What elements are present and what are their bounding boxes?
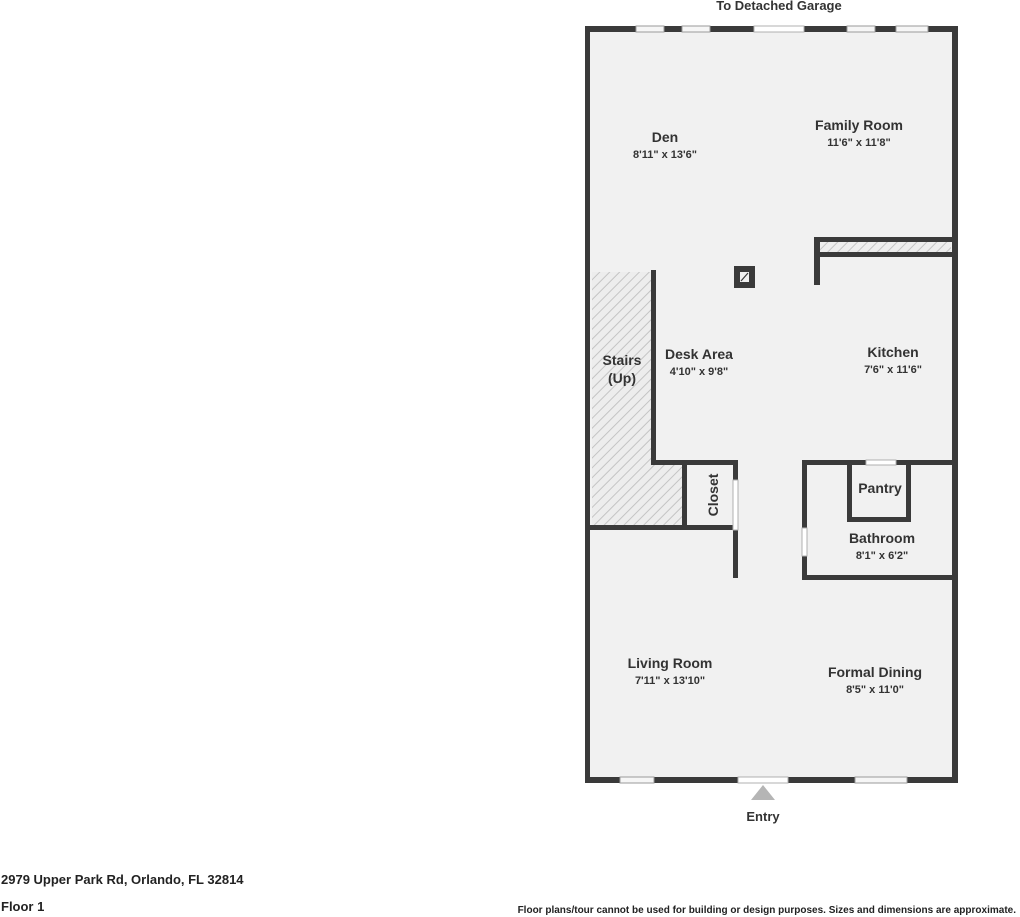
stairs-label-line2: (Up): [608, 370, 636, 386]
kitchen-dims: 7'6" x 11'6": [864, 364, 922, 376]
stairs-landing: [654, 464, 685, 526]
windows: [619, 25, 929, 784]
desk-area-dims: 4'10" x 9'8": [670, 366, 728, 378]
garage-label: To Detached Garage: [716, 0, 841, 13]
entry-arrow-icon: [751, 785, 775, 800]
closet-door: [732, 479, 739, 531]
formal-dining-dims: 8'5" x 11'0": [846, 684, 904, 696]
closet-label: Closet: [705, 473, 721, 516]
family-room-dims: 11'6" x 11'8": [827, 137, 890, 149]
formal-dining-name: Formal Dining: [828, 664, 922, 680]
bathroom-name: Bathroom: [849, 530, 915, 546]
family-room-name: Family Room: [815, 117, 903, 133]
pantry-door: [865, 459, 897, 466]
garage-door: [753, 25, 805, 33]
kitchen-name: Kitchen: [867, 344, 918, 360]
address-text: 2979 Upper Park Rd, Orlando, FL 32814: [1, 872, 244, 887]
entry-label: Entry: [746, 809, 780, 824]
stairs-area: [592, 272, 654, 526]
den-dims: 8'11" x 13'6": [633, 149, 697, 161]
bathroom-door: [801, 527, 808, 557]
bathroom-dims: 8'1" x 6'2": [856, 550, 908, 562]
stairs-label-line1: Stairs: [603, 352, 642, 368]
floor-label: Floor 1: [1, 899, 45, 914]
den-name: Den: [652, 129, 678, 145]
entry-door: [737, 776, 789, 784]
desk-area-name: Desk Area: [665, 346, 733, 362]
disclaimer-text: Floor plans/tour cannot be used for buil…: [517, 905, 1016, 916]
pantry-label: Pantry: [858, 480, 902, 496]
living-room-dims: 7'11" x 13'10": [635, 675, 705, 687]
living-room-name: Living Room: [628, 655, 713, 671]
kitchen-shelf: [820, 242, 951, 252]
